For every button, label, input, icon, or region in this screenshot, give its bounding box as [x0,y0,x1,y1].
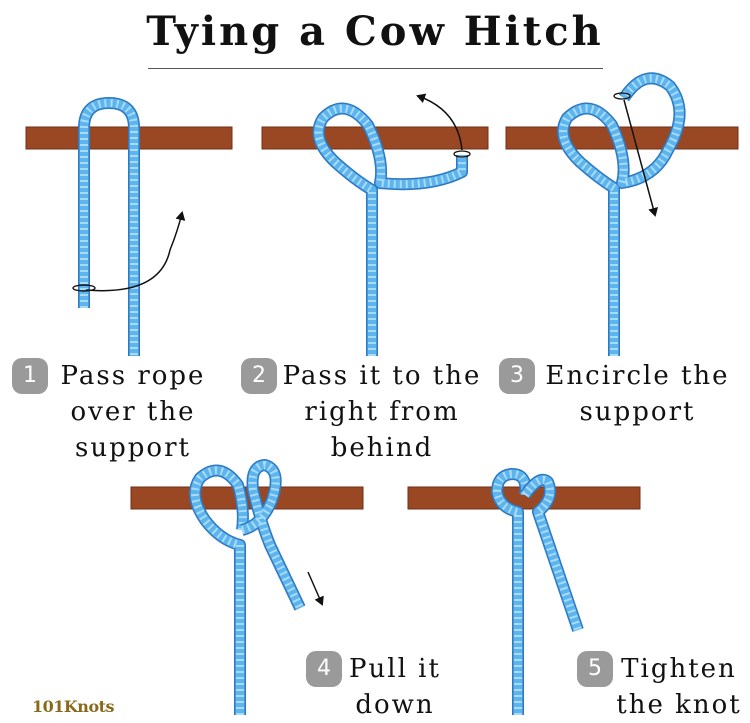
caption-line: down [355,690,435,720]
caption-line: Encircle the [545,361,730,391]
step-1-number-badge: 1 [12,358,48,394]
step-4-illustration [130,459,364,715]
step-5-number-badge: 5 [577,651,613,687]
rope [312,102,468,356]
step-3-illustration [505,72,739,356]
step-1-caption: Pass rope over the support [48,358,218,466]
rope-end-ring [453,150,471,158]
rope [557,72,686,356]
step-4-caption: Pull it down [344,651,446,723]
title-divider [148,68,603,69]
caption-line: over the [70,397,196,427]
rope [78,97,140,356]
direction-arrow [623,99,659,217]
caption-line: support [579,397,696,427]
step-5-illustration [407,468,641,715]
caption-line: the knot [616,690,742,720]
step-3-caption: Encircle the support [540,358,735,430]
rope-stroke [240,460,305,610]
brand-logo: 101Knots [32,697,115,716]
rope-stroke [240,461,304,610]
caption-line: support [75,433,191,463]
step-2-caption: Pass it to the right from behind [282,358,482,466]
rope [520,473,584,632]
step-4-number-badge: 4 [306,651,342,687]
rope-stroke [493,470,530,715]
step-2-illustration [261,93,489,356]
caption-line: Pull it [349,654,441,684]
rope-stroke [521,475,582,632]
caption-line: Pass rope [60,361,206,391]
rope-stroke [79,98,139,356]
rope-stroke [559,74,684,356]
step-2-number-badge: 2 [241,358,277,394]
rope-end-ring [613,92,631,100]
step-3-number-badge: 3 [499,358,535,394]
rope [189,464,249,715]
caption-line: Tighten [621,654,737,684]
rope-stroke [557,72,686,356]
rope-stroke [314,104,467,356]
direction-arrow [416,93,463,151]
rope [240,459,306,611]
rope [491,468,532,715]
rope-stroke [191,466,247,715]
caption-line: Pass it to the [282,361,482,391]
rope-stroke [558,73,684,356]
caption-line: right from [304,397,460,427]
step-5-caption: Tighten the knot [612,651,746,723]
page-title: Tying a Cow Hitch [146,8,604,55]
caption-line: behind [330,433,434,463]
step-1-illustration [25,97,233,356]
direction-arrow [307,571,324,606]
direction-arrow [85,211,186,292]
rope-end-ring [72,284,96,292]
